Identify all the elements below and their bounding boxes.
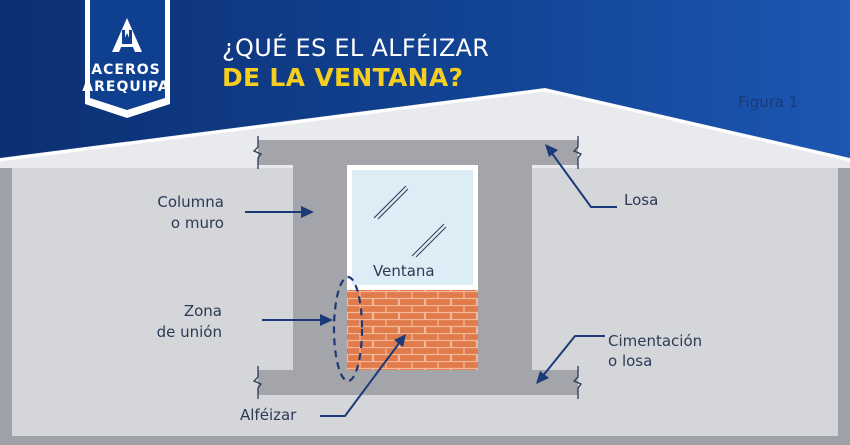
arrow-alfeizar [320, 341, 401, 417]
arrow-heads [301, 144, 558, 384]
title-line1: ¿QUÉ ES EL ALFÉIZAR [222, 34, 490, 62]
arrow-cimentacion [541, 335, 605, 378]
title-line2: DE LA VENTANA? [222, 63, 464, 92]
right-edge [838, 168, 850, 445]
label-cimentacion-line1: Cimentación [608, 332, 703, 350]
left-column [293, 165, 347, 370]
label-zona-line2: de unión [156, 323, 222, 341]
junction-zone-outline [332, 275, 364, 383]
glass-reflection-lines [373, 185, 447, 258]
label-columna-line2: o muro [170, 214, 224, 232]
right-column [478, 165, 532, 370]
top-slab [258, 140, 578, 165]
window-glass [352, 170, 473, 285]
label-ventana: Ventana [373, 262, 435, 280]
sill-brickwork [347, 290, 478, 370]
left-edge [0, 168, 12, 445]
label-cimentacion-line2: o losa [608, 352, 653, 370]
arrow-losa [550, 151, 617, 208]
top-slab-break-marks [252, 136, 583, 169]
brand-name-line2: AREQUIPA [82, 79, 170, 95]
figure-label: Figura 1 [738, 93, 799, 111]
pointer-arrows [245, 151, 617, 417]
label-columna-line1: Columna [157, 193, 224, 211]
label-alfeizar: Alféizar [240, 406, 297, 424]
header-edge-line [0, 88, 850, 162]
brand-name-line1: ACEROS [91, 62, 161, 78]
label-zona-line1: Zona [183, 302, 222, 320]
aceros-arequipa-logo-icon [112, 18, 142, 52]
label-losa: Losa [624, 191, 659, 209]
bottom-edge [0, 436, 850, 445]
bottom-slab-break-marks [252, 366, 583, 399]
logo-badge-inner [90, 0, 165, 110]
header-band [0, 0, 850, 158]
bottom-slab [258, 370, 578, 395]
